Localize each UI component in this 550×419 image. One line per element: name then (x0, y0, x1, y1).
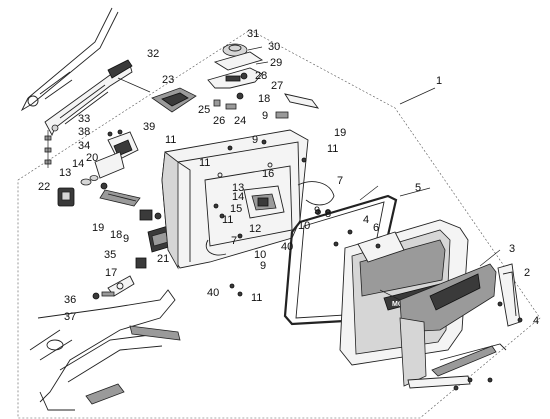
part-21-clamp (147, 225, 173, 253)
callout: 21 (157, 253, 169, 265)
hardware-18-9 (139, 209, 162, 221)
callout: 7 (231, 235, 237, 247)
callout: 13 (232, 182, 244, 194)
callout: 16 (262, 168, 274, 180)
callout: 5 (415, 182, 421, 194)
callout: 7 (337, 175, 343, 187)
callout: 15 (230, 203, 242, 215)
part-22-lock-barrel (57, 187, 75, 207)
callout: 37 (64, 311, 76, 323)
callout: 39 (143, 121, 155, 133)
callout: 40 (281, 241, 293, 253)
callout: 31 (247, 28, 259, 40)
callout: 27 (271, 80, 283, 92)
bolt-stack-left (44, 130, 52, 168)
callout: 4 (533, 315, 539, 327)
callout: 18 (110, 229, 122, 241)
callout: 20 (86, 152, 98, 164)
callout: 11 (251, 292, 262, 304)
callout: 11 (165, 134, 176, 146)
washers-13-14 (80, 175, 108, 190)
callout: 22 (38, 181, 50, 193)
part-7-cable (205, 181, 335, 256)
callout: 14 (72, 158, 84, 170)
callout: 18 (258, 93, 270, 105)
callout: 32 (147, 48, 159, 60)
callout: 33 (78, 113, 90, 125)
misc-screws (107, 129, 523, 391)
part-2-side-panel (497, 263, 521, 327)
part-27-bar (275, 93, 320, 119)
callout: 24 (234, 115, 246, 127)
callout: 9 (262, 110, 268, 122)
callout: 1 (436, 75, 442, 87)
callout: 19 (334, 127, 346, 139)
callout: 29 (270, 57, 282, 69)
lower-trim-bars (407, 343, 507, 389)
pannier-housing (161, 129, 309, 270)
callout: 30 (268, 41, 280, 53)
part-19-strap (99, 189, 141, 207)
part-3-cover (399, 263, 497, 387)
hardware-24-26 (213, 92, 244, 110)
part-28-hinge (207, 67, 263, 89)
callout: 36 (64, 294, 76, 306)
callout: 9 (314, 205, 320, 217)
callout: 25 (198, 104, 210, 116)
bolts-36-37 (92, 291, 115, 300)
callout: 2 (524, 267, 530, 279)
callout: 9 (123, 233, 129, 245)
callout: 34 (78, 140, 90, 152)
assembly-boundary (17, 29, 541, 419)
callout: 38 (78, 126, 90, 138)
callout: 11 (222, 214, 233, 226)
footpeg-bracket (29, 289, 181, 411)
callout-labels: 31 30 32 29 28 23 27 1 18 25 9 26 24 33 … (38, 28, 539, 327)
callout: 8 (325, 208, 331, 220)
part-16-insert (243, 185, 285, 219)
callout: 3 (509, 243, 515, 255)
callout: 11 (327, 143, 338, 155)
callout: 19 (92, 222, 104, 234)
callout: 13 (59, 167, 71, 179)
callout: 9 (260, 260, 266, 272)
callout: 10 (254, 249, 266, 261)
callout: 9 (252, 134, 258, 146)
callout: 14 (232, 191, 244, 203)
callout: 35 (104, 249, 116, 261)
callout: 40 (207, 287, 219, 299)
callout: 11 (199, 157, 210, 169)
part-35-clip (135, 257, 147, 269)
callout: 10 (298, 220, 310, 232)
callout: 23 (162, 74, 174, 86)
callout: 26 (213, 115, 225, 127)
part-23-latch (151, 87, 197, 113)
callout: 6 (373, 222, 379, 234)
part-20-bracket (94, 151, 125, 179)
part-39-lock (107, 131, 139, 161)
callout: 17 (105, 267, 117, 279)
callout: 28 (255, 70, 267, 82)
part-6-plate (357, 231, 405, 263)
part-30-top-plate (213, 43, 264, 71)
leader-lines (117, 46, 501, 301)
frame-rail (20, 7, 119, 112)
callout: 12 (249, 223, 261, 235)
leader-line (399, 87, 436, 105)
callout: 4 (363, 214, 369, 226)
